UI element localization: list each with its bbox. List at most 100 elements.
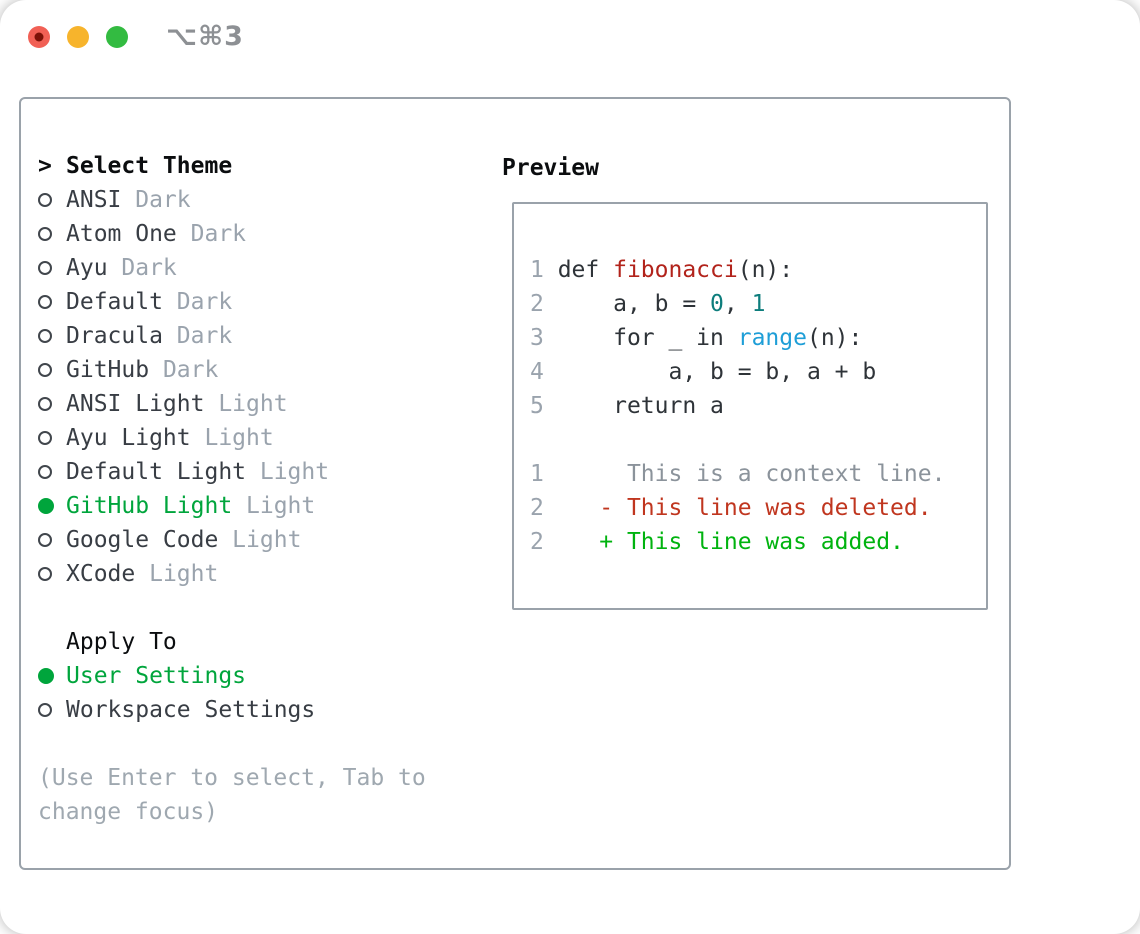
theme-option-default[interactable]: Default Dark <box>38 285 426 319</box>
theme-option-github[interactable]: GitHub Dark <box>38 353 426 387</box>
theme-option-label: Default Light <box>66 459 247 485</box>
theme-variant-tag: Dark <box>176 221 247 247</box>
code-token-code: a, b = b, a + b <box>557 359 877 385</box>
close-button-dot-icon <box>34 32 44 42</box>
radio-unselected-icon <box>38 363 52 377</box>
theme-option-xcode[interactable]: XCode Light <box>38 557 426 591</box>
code-token-code <box>544 529 599 555</box>
code-token-ctx: This is a context line. <box>543 461 946 487</box>
code-line: 2 + This line was added. <box>530 525 945 559</box>
theme-option-ansi[interactable]: ANSI Dark <box>38 183 426 217</box>
theme-option-ayu[interactable]: Ayu Dark <box>38 251 426 285</box>
radio-unselected-icon <box>38 329 52 343</box>
spacer <box>38 591 426 625</box>
apply-option-label: Workspace Settings <box>66 697 316 723</box>
code-token-num: 3 <box>530 325 558 351</box>
theme-variant-tag: Dark <box>162 289 233 315</box>
apply-option-user-settings[interactable]: User Settings <box>38 659 426 693</box>
radio-unselected-icon <box>38 465 52 479</box>
theme-option-label: Ayu <box>66 255 108 281</box>
window-shortcut-label: ⌥⌘3 <box>166 21 244 52</box>
code-line <box>530 423 945 457</box>
theme-option-label: GitHub Light <box>66 493 233 519</box>
theme-option-label: Dracula <box>66 323 163 349</box>
theme-variant-tag: Dark <box>149 357 219 383</box>
code-token-blue: range <box>737 325 807 351</box>
code-token-teal: 0 <box>710 291 724 317</box>
theme-option-dracula[interactable]: Dracula Dark <box>38 319 426 353</box>
code-token-del: - This line was deleted. <box>599 495 932 521</box>
theme-option-label: Ayu Light <box>66 425 191 451</box>
radio-selected-icon <box>38 498 54 514</box>
theme-option-default-light[interactable]: Default Light Light <box>38 455 426 489</box>
apply-option-label: User Settings <box>66 663 247 689</box>
theme-option-label: Google Code <box>66 527 219 553</box>
help-text-line: change focus) <box>38 799 219 825</box>
theme-option-ayu-light[interactable]: Ayu Light Light <box>38 421 426 455</box>
minimize-button[interactable] <box>67 26 89 48</box>
radio-unselected-icon <box>38 295 52 309</box>
code-line: 3 for _ in range(n): <box>530 321 945 355</box>
radio-unselected-icon <box>38 227 52 241</box>
code-token-num: 5 <box>530 393 558 419</box>
theme-option-label: Atom One <box>66 221 177 247</box>
code-token-num: 2 <box>530 291 558 317</box>
code-token-code: (n): <box>806 325 863 351</box>
radio-unselected-icon <box>38 533 52 547</box>
theme-option-label: ANSI <box>66 187 122 213</box>
code-token-red: fibonacci <box>613 257 738 283</box>
apply-option-workspace-settings[interactable]: Workspace Settings <box>38 693 426 727</box>
titlebar: ⌥⌘3 <box>0 0 1140 74</box>
code-token-num: 4 <box>530 359 558 385</box>
radio-unselected-icon <box>38 431 52 445</box>
theme-option-ansi-light[interactable]: ANSI Light Light <box>38 387 426 421</box>
code-token-num: 1 <box>530 257 558 283</box>
theme-variant-tag: Dark <box>107 255 177 281</box>
radio-unselected-icon <box>38 397 52 411</box>
help-text-line: (Use Enter to select, Tab to <box>38 765 426 791</box>
select-theme-title: Select Theme <box>66 153 233 179</box>
select-theme-header: > Select Theme <box>38 149 426 183</box>
radio-unselected-icon <box>38 193 52 207</box>
theme-variant-tag: Dark <box>162 323 233 349</box>
theme-variant-tag: Light <box>232 493 316 519</box>
radio-selected-icon <box>38 668 54 684</box>
code-token-code: a, b = <box>557 291 711 317</box>
code-token-num: 1 <box>530 461 544 487</box>
radio-unselected-icon <box>38 261 52 275</box>
traffic-lights <box>28 26 128 48</box>
code-token-code <box>544 495 599 521</box>
close-button[interactable] <box>28 26 50 48</box>
theme-variant-tag: Light <box>204 391 288 417</box>
apply-to-header: Apply To <box>66 629 177 655</box>
radio-unselected-icon <box>38 703 52 717</box>
code-line: 5 return a <box>530 389 945 423</box>
code-line: 1 def fibonacci(n): <box>530 253 945 287</box>
code-token-code: , <box>723 291 752 317</box>
code-token-code: return a <box>557 393 724 419</box>
code-token-num: 2 <box>530 495 544 521</box>
theme-variant-tag: Light <box>190 425 274 451</box>
theme-variant-tag: Light <box>135 561 219 587</box>
theme-option-label: XCode <box>66 561 136 587</box>
theme-option-label: Default <box>66 289 163 315</box>
code-token-code: (n): <box>737 257 794 283</box>
theme-option-atom-one[interactable]: Atom One Dark <box>38 217 426 251</box>
code-token-code: def <box>557 257 614 283</box>
theme-option-github-light[interactable]: GitHub Light Light <box>38 489 426 523</box>
code-line: 1 This is a context line. <box>530 457 945 491</box>
selection-prompt-icon: > <box>38 153 52 179</box>
code-token-add: + This line was added. <box>599 529 904 555</box>
theme-variant-tag: Light <box>218 527 302 553</box>
theme-variant-tag: Dark <box>121 187 191 213</box>
theme-option-google-code[interactable]: Google Code Light <box>38 523 426 557</box>
theme-option-label: ANSI Light <box>66 391 205 417</box>
zoom-button[interactable] <box>106 26 128 48</box>
code-line: 4 a, b = b, a + b <box>530 355 945 389</box>
